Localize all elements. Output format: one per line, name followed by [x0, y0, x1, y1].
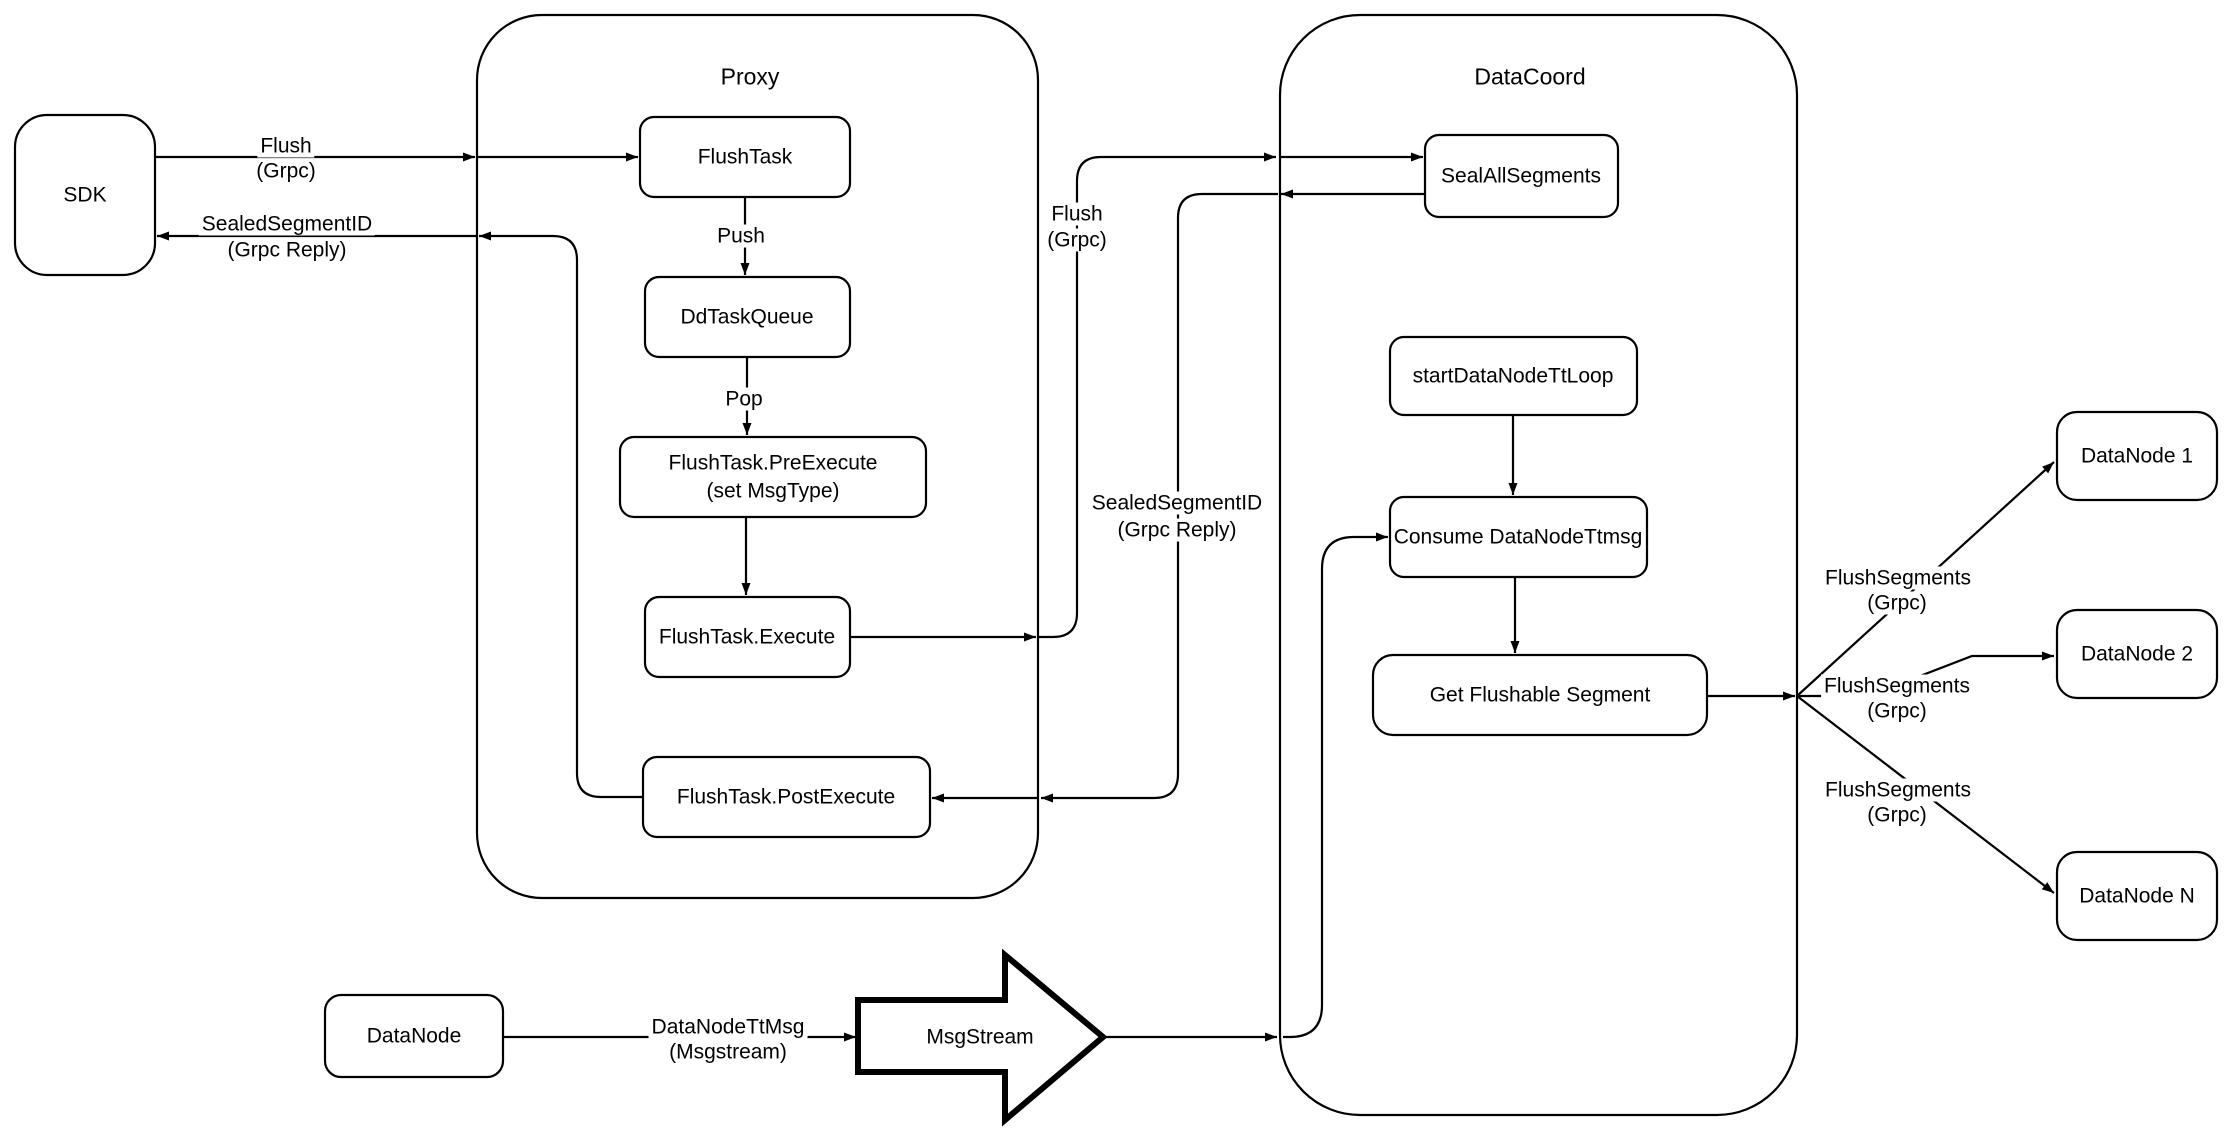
preexecute-node-label-line1: FlushTask.PreExecute — [668, 451, 878, 475]
datanode1-node-label: DataNode 1 — [2080, 444, 2194, 468]
edge-label-flushsegments2-line2: (Grpc) — [1864, 699, 1930, 723]
edge-label-sealed-mid-line2: (Grpc Reply) — [1114, 518, 1240, 542]
getflushablesegment-node-label: Get Flushable Segment — [1429, 683, 1651, 707]
msgstream-block-arrow — [855, 948, 1108, 1127]
datanode-node-label: DataNode — [366, 1024, 462, 1048]
msgstream-node-label: MsgStream — [926, 1025, 1034, 1049]
edge-label-sealed-mid-line1: SealedSegmentID — [1088, 491, 1266, 515]
edge-label-flushsegments1-line2: (Grpc) — [1864, 591, 1930, 615]
edge-label-flush-mid-line2: (Grpc) — [1044, 228, 1110, 252]
datacoord-container-title: DataCoord — [1474, 63, 1586, 90]
preexecute-node-label-line2: (set MsgType) — [706, 479, 840, 503]
datanode1-node-box — [2055, 410, 2219, 502]
datanode2-node-label: DataNode 2 — [2080, 642, 2194, 666]
edge-label-flushsegments3-line2: (Grpc) — [1864, 803, 1930, 827]
proxy-container-title: Proxy — [720, 63, 780, 90]
sdk-node-label: SDK — [63, 183, 107, 207]
startdatanodettloop-node-label: startDataNodeTtLoop — [1412, 364, 1614, 388]
edge-datacoord-edge-to-consume — [1283, 532, 1388, 1039]
edge-label-flushsegments3-line1: FlushSegments — [1822, 778, 1974, 802]
execute-node-label: FlushTask.Execute — [658, 625, 836, 649]
edge-label-sealed-sdk-line2: (Grpc Reply) — [224, 238, 350, 262]
consumedatanodettmsg-node-label: Consume DataNodeTtmsg — [1393, 525, 1643, 549]
edge-label-datanodettmsg-line2: (Msgstream) — [666, 1040, 790, 1064]
sealallsegments-node-box — [1423, 133, 1620, 219]
edge-label-flush-sdk-line1: Flush — [257, 134, 315, 158]
edge-label-flushsegments2-line1: FlushSegments — [1821, 674, 1973, 698]
sealallsegments-node-label: SealAllSegments — [1441, 164, 1601, 188]
datanoden-node-label: DataNode N — [2079, 884, 2195, 908]
edge-label-flush-sdk-line2: (Grpc) — [253, 159, 319, 183]
edge-label-flush-mid-line1: Flush — [1048, 202, 1106, 226]
datanoden-node-box — [2055, 850, 2219, 942]
edge-label-pop: Pop — [722, 387, 766, 411]
preexecute-node-box — [618, 435, 928, 519]
ddtaskqueue-node-label: DdTaskQueue — [680, 305, 814, 329]
edge-proxy-edge-to-datacoord-edge — [1038, 152, 1276, 639]
datanode2-node-box — [2055, 608, 2219, 700]
flushtask-node-label: FlushTask — [697, 145, 793, 169]
edge-label-flushsegments1-line1: FlushSegments — [1822, 566, 1974, 590]
consumedatanodettmsg-node-box — [1388, 495, 1649, 579]
postexecute-node-label: FlushTask.PostExecute — [676, 785, 896, 809]
edge-postexecute-to-proxy-edge — [479, 231, 643, 799]
edge-label-sealed-sdk-line1: SealedSegmentID — [198, 212, 376, 236]
sdk-node-box — [13, 113, 157, 277]
edge-label-datanodettmsg-line1: DataNodeTtMsg — [648, 1015, 808, 1039]
edge-label-push: Push — [714, 224, 768, 248]
